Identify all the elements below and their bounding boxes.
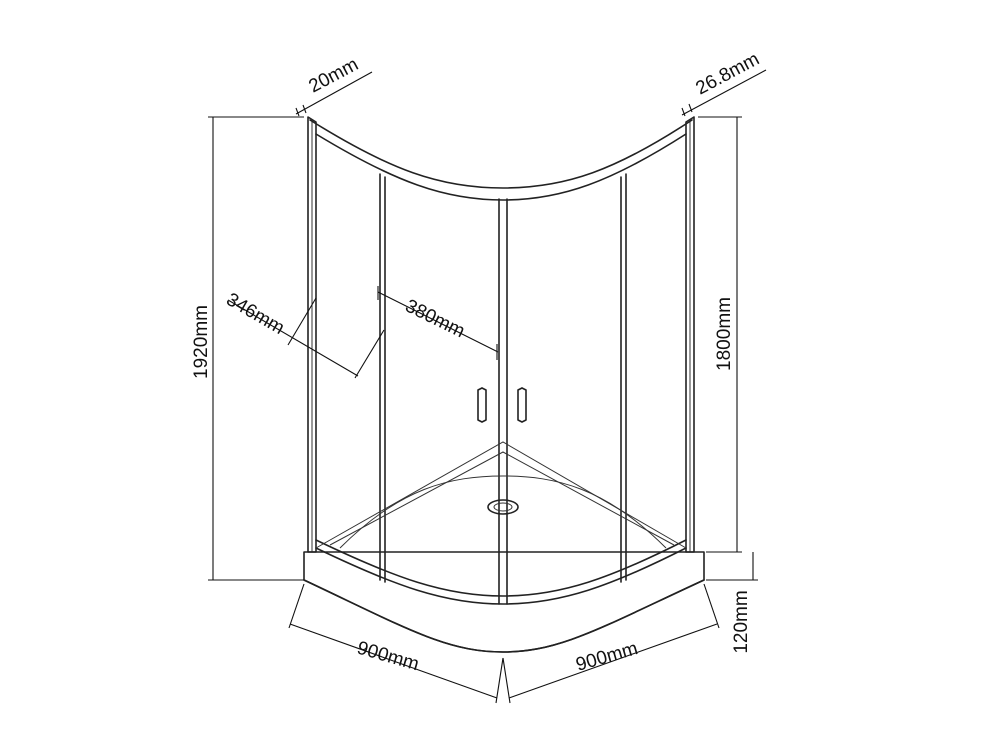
label-glass-height: 1800mm: [714, 297, 735, 371]
dim-tick: [688, 103, 693, 113]
dim-line-frame-right: [681, 69, 767, 116]
dim-door: 380mm: [377, 286, 499, 360]
label-base-right: 900mm: [574, 638, 641, 676]
tray-inner-back-edges: [329, 451, 675, 546]
dim-ext-left: [287, 297, 317, 346]
dim-tray-height: 120mm: [706, 552, 758, 654]
label-door: 380mm: [402, 296, 468, 343]
tray-basin-curve: [339, 475, 667, 549]
left-door-handle: [477, 387, 487, 423]
label-side-panel: 346mm: [223, 289, 288, 339]
top-rail-outer: [309, 119, 693, 189]
left-panel-edge: [379, 173, 386, 583]
dim-line-frame-left: [295, 71, 373, 115]
dim-tick: [302, 104, 307, 114]
dim-line-base-right: [508, 623, 718, 699]
right-door-handle: [517, 387, 527, 423]
dim-tick: [295, 107, 300, 117]
drain-inner: [493, 502, 513, 512]
dim-frame-right: 26.8mm: [681, 49, 767, 117]
dim-line-base-left: [289, 623, 498, 699]
dim-glass-height: 1800mm: [698, 116, 742, 553]
label-frame-right: 26.8mm: [692, 49, 762, 100]
dim-ext-left: [288, 583, 305, 629]
dim-tick: [681, 107, 686, 117]
dim-side-panel: 346mm: [223, 289, 385, 379]
dim-line-side-panel: [227, 299, 359, 377]
top-rail-inner: [315, 133, 687, 201]
dim-total-height: 1920mm: [191, 116, 304, 581]
shower-enclosure: [303, 116, 705, 653]
dim-ext-centre: [495, 657, 504, 704]
right-panel-edge: [620, 173, 627, 583]
dim-ext-right: [354, 329, 385, 379]
bottom-rail-inner: [315, 539, 687, 597]
dim-frame-left: 20mm: [295, 54, 373, 117]
shower-tray-bottom-edge: [303, 579, 705, 653]
drain-outer: [487, 499, 519, 515]
dim-ext-right: [703, 583, 720, 629]
label-base-left: 900mm: [355, 638, 422, 676]
tray-back-edges: [315, 441, 687, 549]
shower-tray-front: [303, 551, 705, 653]
label-tray-height: 120mm: [731, 590, 752, 653]
door-centre-seam: [498, 198, 508, 605]
label-total-height: 1920mm: [191, 305, 212, 379]
dim-ext-centre: [502, 657, 511, 704]
dim-line-door: [377, 291, 499, 353]
label-frame-left: 20mm: [305, 54, 361, 97]
